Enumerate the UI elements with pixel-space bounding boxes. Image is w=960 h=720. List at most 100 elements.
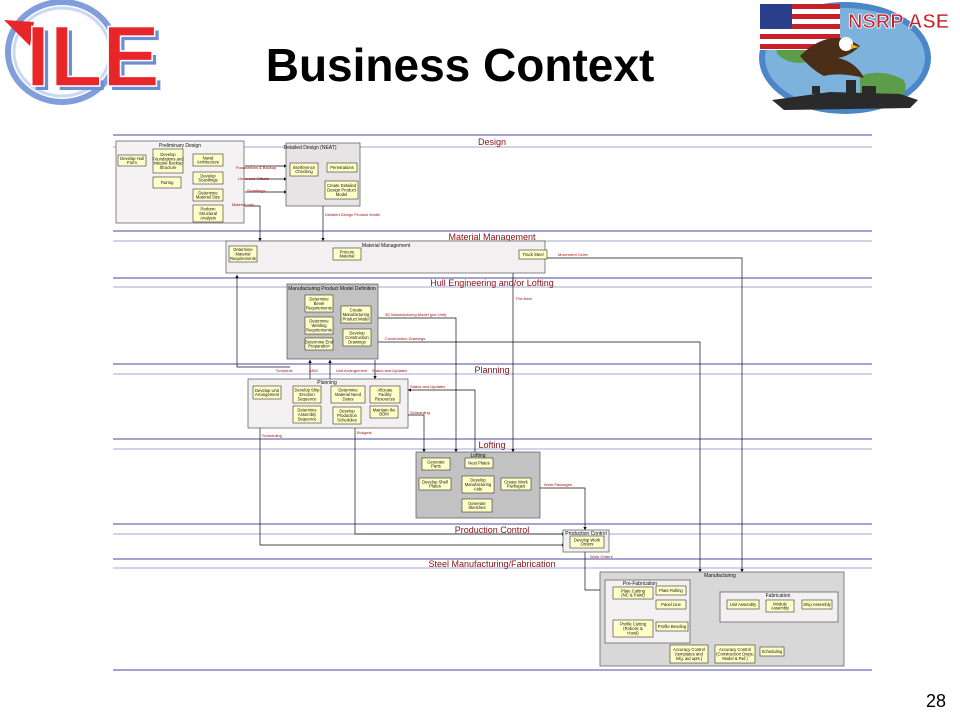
group-pre-fabrication-label: Pre-Fabrication [623, 581, 657, 587]
process-box-label: Drawings [348, 339, 365, 344]
process-box-label: Plates [429, 484, 441, 489]
process-box-label: Track Steel [522, 252, 543, 257]
process-box-label: (Construction Dwgs, [716, 652, 754, 657]
process-box-shell [418, 477, 452, 491]
group-planning-label: Planning [317, 380, 337, 386]
process-groups: Preliminary Design Detailed Design (NEAT… [115, 140, 845, 667]
process-box-label: Checking [295, 169, 313, 174]
process-box-label: Foundations and [152, 156, 184, 161]
process-box-label: Construction [345, 335, 369, 340]
process-box-label: (templates and [675, 652, 703, 657]
process-box-assembly [292, 405, 322, 424]
group-material-management [225, 240, 546, 274]
process-box-label: Arrangement [255, 392, 280, 397]
process-box-label: (Robotic & [623, 626, 643, 631]
process-box-label: Panel Line [661, 602, 681, 607]
process-box-allocate [369, 385, 401, 404]
process-box-detailedmodel [324, 180, 359, 200]
process-box-label: BOM [379, 412, 389, 417]
process-box-label: Welding [311, 323, 327, 328]
process-box-label: Design Product [327, 188, 356, 193]
process-box-label: Fairing [161, 180, 174, 185]
group-mfg-product-model-label: Manufacturing Product Model Definition [288, 286, 376, 292]
process-box-shipasm [801, 599, 833, 610]
process-box-label: Scantlings [198, 178, 217, 183]
group-lofting-label: Lofting [470, 453, 485, 459]
swimlane-labels: Design Material Management Hull Engineer… [428, 137, 555, 569]
process-box-penetrations [326, 162, 358, 173]
process-box-acc2 [714, 644, 756, 664]
process-box-label: Module [773, 601, 787, 606]
process-box-label: Dates [343, 396, 354, 401]
process-box-label: Profile Cutting [620, 622, 647, 627]
process-box-label: Unit Assembly [730, 602, 757, 607]
process-box-label: Accuracy Control [719, 647, 751, 652]
process-box-label: Analysis [200, 215, 216, 220]
process-box-acc1 [669, 644, 709, 664]
process-box-label: Material [236, 252, 251, 257]
process-box-label: Develop Work [574, 537, 601, 542]
process-box-label: Architecture [197, 160, 220, 165]
process-box-hullform [117, 154, 147, 167]
process-box-sketches [461, 498, 493, 513]
process-box-unitarr [252, 385, 282, 400]
process-box-label: Model & Ref.) [722, 656, 748, 661]
process-box-label: Plate Cutting [621, 588, 646, 593]
process-box-bom [369, 405, 399, 419]
flow-label: Foundations & Backup [236, 165, 277, 170]
process-box-label: Assembly [298, 412, 317, 417]
process-box-label: Nest Plates [468, 461, 489, 466]
process-box-label: Material Size [196, 195, 221, 200]
process-box-label: Develop Ship [295, 388, 321, 393]
process-box-label: Create [350, 308, 363, 313]
process-box-welding [304, 316, 334, 335]
process-box-label: Structure [160, 165, 178, 170]
process-box-mfgaids [461, 475, 495, 494]
process-box-profilebend [655, 621, 689, 632]
ile-logo-text: ILE [26, 9, 160, 105]
flow-label: Detailed Design Product Model [325, 212, 380, 217]
process-box-matreq [228, 245, 258, 263]
flow-label: 3D Manufacturing Model (per Unit) [385, 312, 447, 317]
nsrp-ase-logo-text: NSRP ASE [848, 11, 949, 33]
process-box-label: Naval [203, 155, 214, 160]
flow-label: Scantlings [247, 188, 265, 193]
flow-label: Scheduling [410, 410, 430, 415]
process-box-label: Penetrations [330, 165, 354, 170]
process-box-genparts [421, 457, 451, 471]
group-production-control-label: Production Control [565, 531, 606, 537]
process-box-label: Material Need [335, 392, 362, 397]
process-box-label: Form [127, 160, 137, 165]
flow-label: Movement Order [558, 252, 589, 257]
process-box-unitasm [726, 599, 760, 610]
flow-label: ASM [309, 368, 318, 373]
process-box-label: Generate [427, 459, 445, 464]
process-box-label: Requirements [230, 256, 256, 261]
process-box-label: Perform [201, 207, 216, 212]
process-box-label: Resources [375, 396, 395, 401]
flow-label: Lines and Offsets [238, 176, 269, 181]
process-box-scheduling [759, 646, 785, 657]
group-manufacturing-label: Manufacturing [704, 573, 736, 579]
process-box-mfgmodel [340, 305, 372, 324]
flow-label: Status and Updates [372, 368, 407, 373]
process-box-fairing [152, 176, 182, 189]
process-box-platerolling [655, 585, 687, 596]
flow-label: Pre-Nest [516, 296, 533, 301]
process-box-construction [342, 328, 372, 347]
flow-label: Work Orders [590, 554, 613, 559]
page-number: 28 [925, 691, 946, 711]
process-box-workpkg [500, 477, 532, 491]
process-box-label: Production [337, 413, 358, 418]
process-box-label: Parts [431, 464, 441, 469]
ship-icon [772, 80, 918, 110]
flow-label: Material Info [232, 202, 255, 207]
process-box-label: Maintain the [373, 407, 396, 412]
process-box-label: Requirements [306, 327, 332, 332]
process-box-label: Develop [160, 152, 176, 157]
process-box-label: Develop Shell [422, 479, 448, 484]
process-box-interference [289, 162, 319, 177]
lane-planning: Planning [474, 365, 509, 375]
process-box-label: Ship Assembly [803, 602, 831, 607]
process-box-label: Develop [200, 173, 216, 178]
